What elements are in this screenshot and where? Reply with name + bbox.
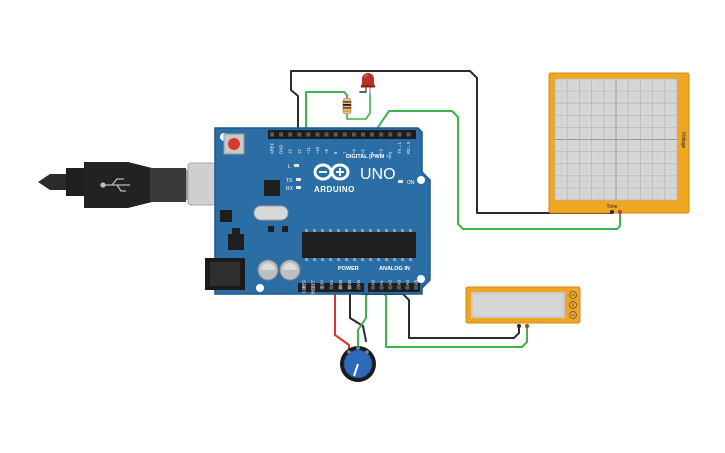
power-pin-6[interactable] bbox=[356, 285, 361, 290]
wire-led-to-gnd[interactable] bbox=[359, 87, 367, 93]
power-pin-label: RESET bbox=[311, 280, 316, 294]
digital-header-label: DIGITAL (PWM ~) bbox=[346, 154, 391, 160]
wire-pin13-to-resistor[interactable] bbox=[305, 91, 348, 134]
digital-pin-label: 2 bbox=[388, 151, 393, 154]
digital-header bbox=[268, 130, 416, 139]
digital-pin-13[interactable] bbox=[388, 132, 393, 137]
analog-pin-2[interactable] bbox=[388, 285, 393, 290]
power-pin-label: 3.3V bbox=[320, 280, 325, 289]
digital-pin-label: ~10 bbox=[315, 146, 320, 154]
red-led[interactable] bbox=[361, 73, 375, 96]
digital-pin-label: ~3 bbox=[379, 149, 384, 154]
power-pin-label: 5V bbox=[329, 280, 334, 285]
digital-pin-4[interactable] bbox=[306, 132, 311, 137]
multimeter-terminal-negative[interactable] bbox=[517, 324, 521, 328]
oscilloscope-terminal-negative[interactable] bbox=[610, 210, 614, 214]
power-pin-2[interactable] bbox=[320, 285, 325, 290]
analog-pin-1[interactable] bbox=[379, 285, 384, 290]
digital-pin-9[interactable] bbox=[351, 132, 356, 137]
wire-pin6-to-scope[interactable] bbox=[373, 110, 621, 230]
digital-pin-label: 12 bbox=[297, 149, 302, 154]
analog-header bbox=[368, 283, 420, 292]
digital-pin-label: GND bbox=[279, 145, 284, 154]
power-pin-label: Vin bbox=[356, 279, 361, 286]
oscilloscope-grid bbox=[554, 78, 678, 201]
analog-header-label: ANALOG IN bbox=[379, 266, 410, 272]
digital-pin-label: 4 bbox=[370, 151, 375, 154]
power-pin-label: GND bbox=[338, 280, 343, 289]
power-pin-label: GND bbox=[347, 280, 352, 289]
multimeter-display bbox=[471, 292, 565, 318]
usb-cable[interactable] bbox=[38, 162, 190, 208]
digital-pin-label: ~6 bbox=[351, 149, 356, 154]
power-pin-5[interactable] bbox=[347, 285, 352, 290]
analog-pin-5[interactable] bbox=[414, 285, 418, 290]
digital-pin-2[interactable] bbox=[288, 132, 293, 137]
led-tx-label: TX bbox=[286, 178, 293, 184]
analog-pin-3[interactable] bbox=[396, 285, 401, 290]
multimeter-terminal-positive[interactable] bbox=[525, 324, 529, 328]
analog-pin-label: A0 bbox=[371, 279, 376, 285]
brand-label: ARDUINO bbox=[314, 185, 355, 194]
digital-pin-11[interactable] bbox=[370, 132, 375, 137]
analog-pin-4[interactable] bbox=[405, 285, 410, 290]
digital-pin-label: ~11 bbox=[306, 147, 311, 154]
oscilloscope-terminal-positive[interactable] bbox=[618, 210, 622, 214]
multimeter[interactable] bbox=[465, 286, 581, 328]
digital-pin-15[interactable] bbox=[406, 132, 411, 137]
potentiometer-knob-indicator bbox=[353, 363, 359, 377]
oscilloscope[interactable]: Time Voltage bbox=[548, 72, 690, 214]
model-label: UNO bbox=[360, 166, 396, 183]
power-pin-0[interactable] bbox=[302, 285, 306, 290]
power-pin-1[interactable] bbox=[311, 285, 316, 290]
power-pin-4[interactable] bbox=[338, 285, 343, 290]
resistor[interactable] bbox=[342, 96, 352, 116]
wire-gnd-to-pot[interactable] bbox=[349, 287, 367, 342]
led-l-label: L bbox=[288, 164, 291, 170]
digital-pin-0[interactable] bbox=[270, 132, 274, 137]
digital-pin-label: AREF bbox=[270, 142, 275, 154]
usb-symbol-icon bbox=[100, 178, 130, 192]
icsp-header bbox=[220, 210, 232, 222]
digital-pin-label: RX←0 bbox=[406, 141, 411, 154]
oscilloscope-y-label: Voltage bbox=[680, 132, 686, 149]
wire-resistor-to-led[interactable] bbox=[346, 93, 371, 120]
digital-pin-14[interactable] bbox=[397, 132, 402, 137]
power-header-label: POWER bbox=[338, 266, 359, 272]
arduino-board[interactable]: ARDUINO UNO L TX RX ON AREF GND 13 12 ~11 ~10… bbox=[205, 127, 431, 295]
potentiometer[interactable] bbox=[340, 346, 376, 382]
analog-pin-label: A1 bbox=[379, 279, 384, 285]
wire-5v-to-pot[interactable] bbox=[334, 287, 350, 353]
digital-pin-10[interactable] bbox=[361, 132, 365, 137]
digital-pin-label: 7 bbox=[342, 151, 347, 154]
digital-pin-label: ~9 bbox=[324, 149, 329, 154]
digital-pin-7[interactable] bbox=[333, 132, 338, 137]
digital-pin-12[interactable] bbox=[379, 132, 384, 137]
power-pin-3[interactable] bbox=[329, 285, 334, 290]
digital-pin-1[interactable] bbox=[279, 132, 284, 137]
power-pin-label: IOREF bbox=[302, 280, 307, 293]
digital-pin-label: 8 bbox=[333, 151, 338, 154]
analog-pin-label: A5 bbox=[414, 279, 419, 285]
led-on-label: ON bbox=[407, 180, 415, 186]
digital-pin-label: TX→1 bbox=[397, 141, 402, 154]
arduino-logo-icon bbox=[313, 163, 350, 181]
digital-pin-8[interactable] bbox=[342, 132, 347, 137]
digital-pin-5[interactable] bbox=[315, 132, 320, 137]
analog-pin-label: A4 bbox=[405, 279, 410, 285]
microcontroller-chip bbox=[302, 232, 416, 258]
digital-pin-label: 13 bbox=[288, 149, 293, 154]
led-rx-label: RX bbox=[286, 186, 294, 192]
analog-pin-label: A3 bbox=[396, 279, 401, 285]
digital-pin-label: ~5 bbox=[361, 149, 366, 154]
digital-pin-3[interactable] bbox=[297, 132, 302, 137]
oscilloscope-x-label: Time bbox=[607, 204, 618, 210]
analog-pin-label: A2 bbox=[388, 279, 393, 285]
digital-pin-6[interactable] bbox=[324, 132, 329, 137]
analog-pin-0[interactable] bbox=[371, 285, 375, 290]
